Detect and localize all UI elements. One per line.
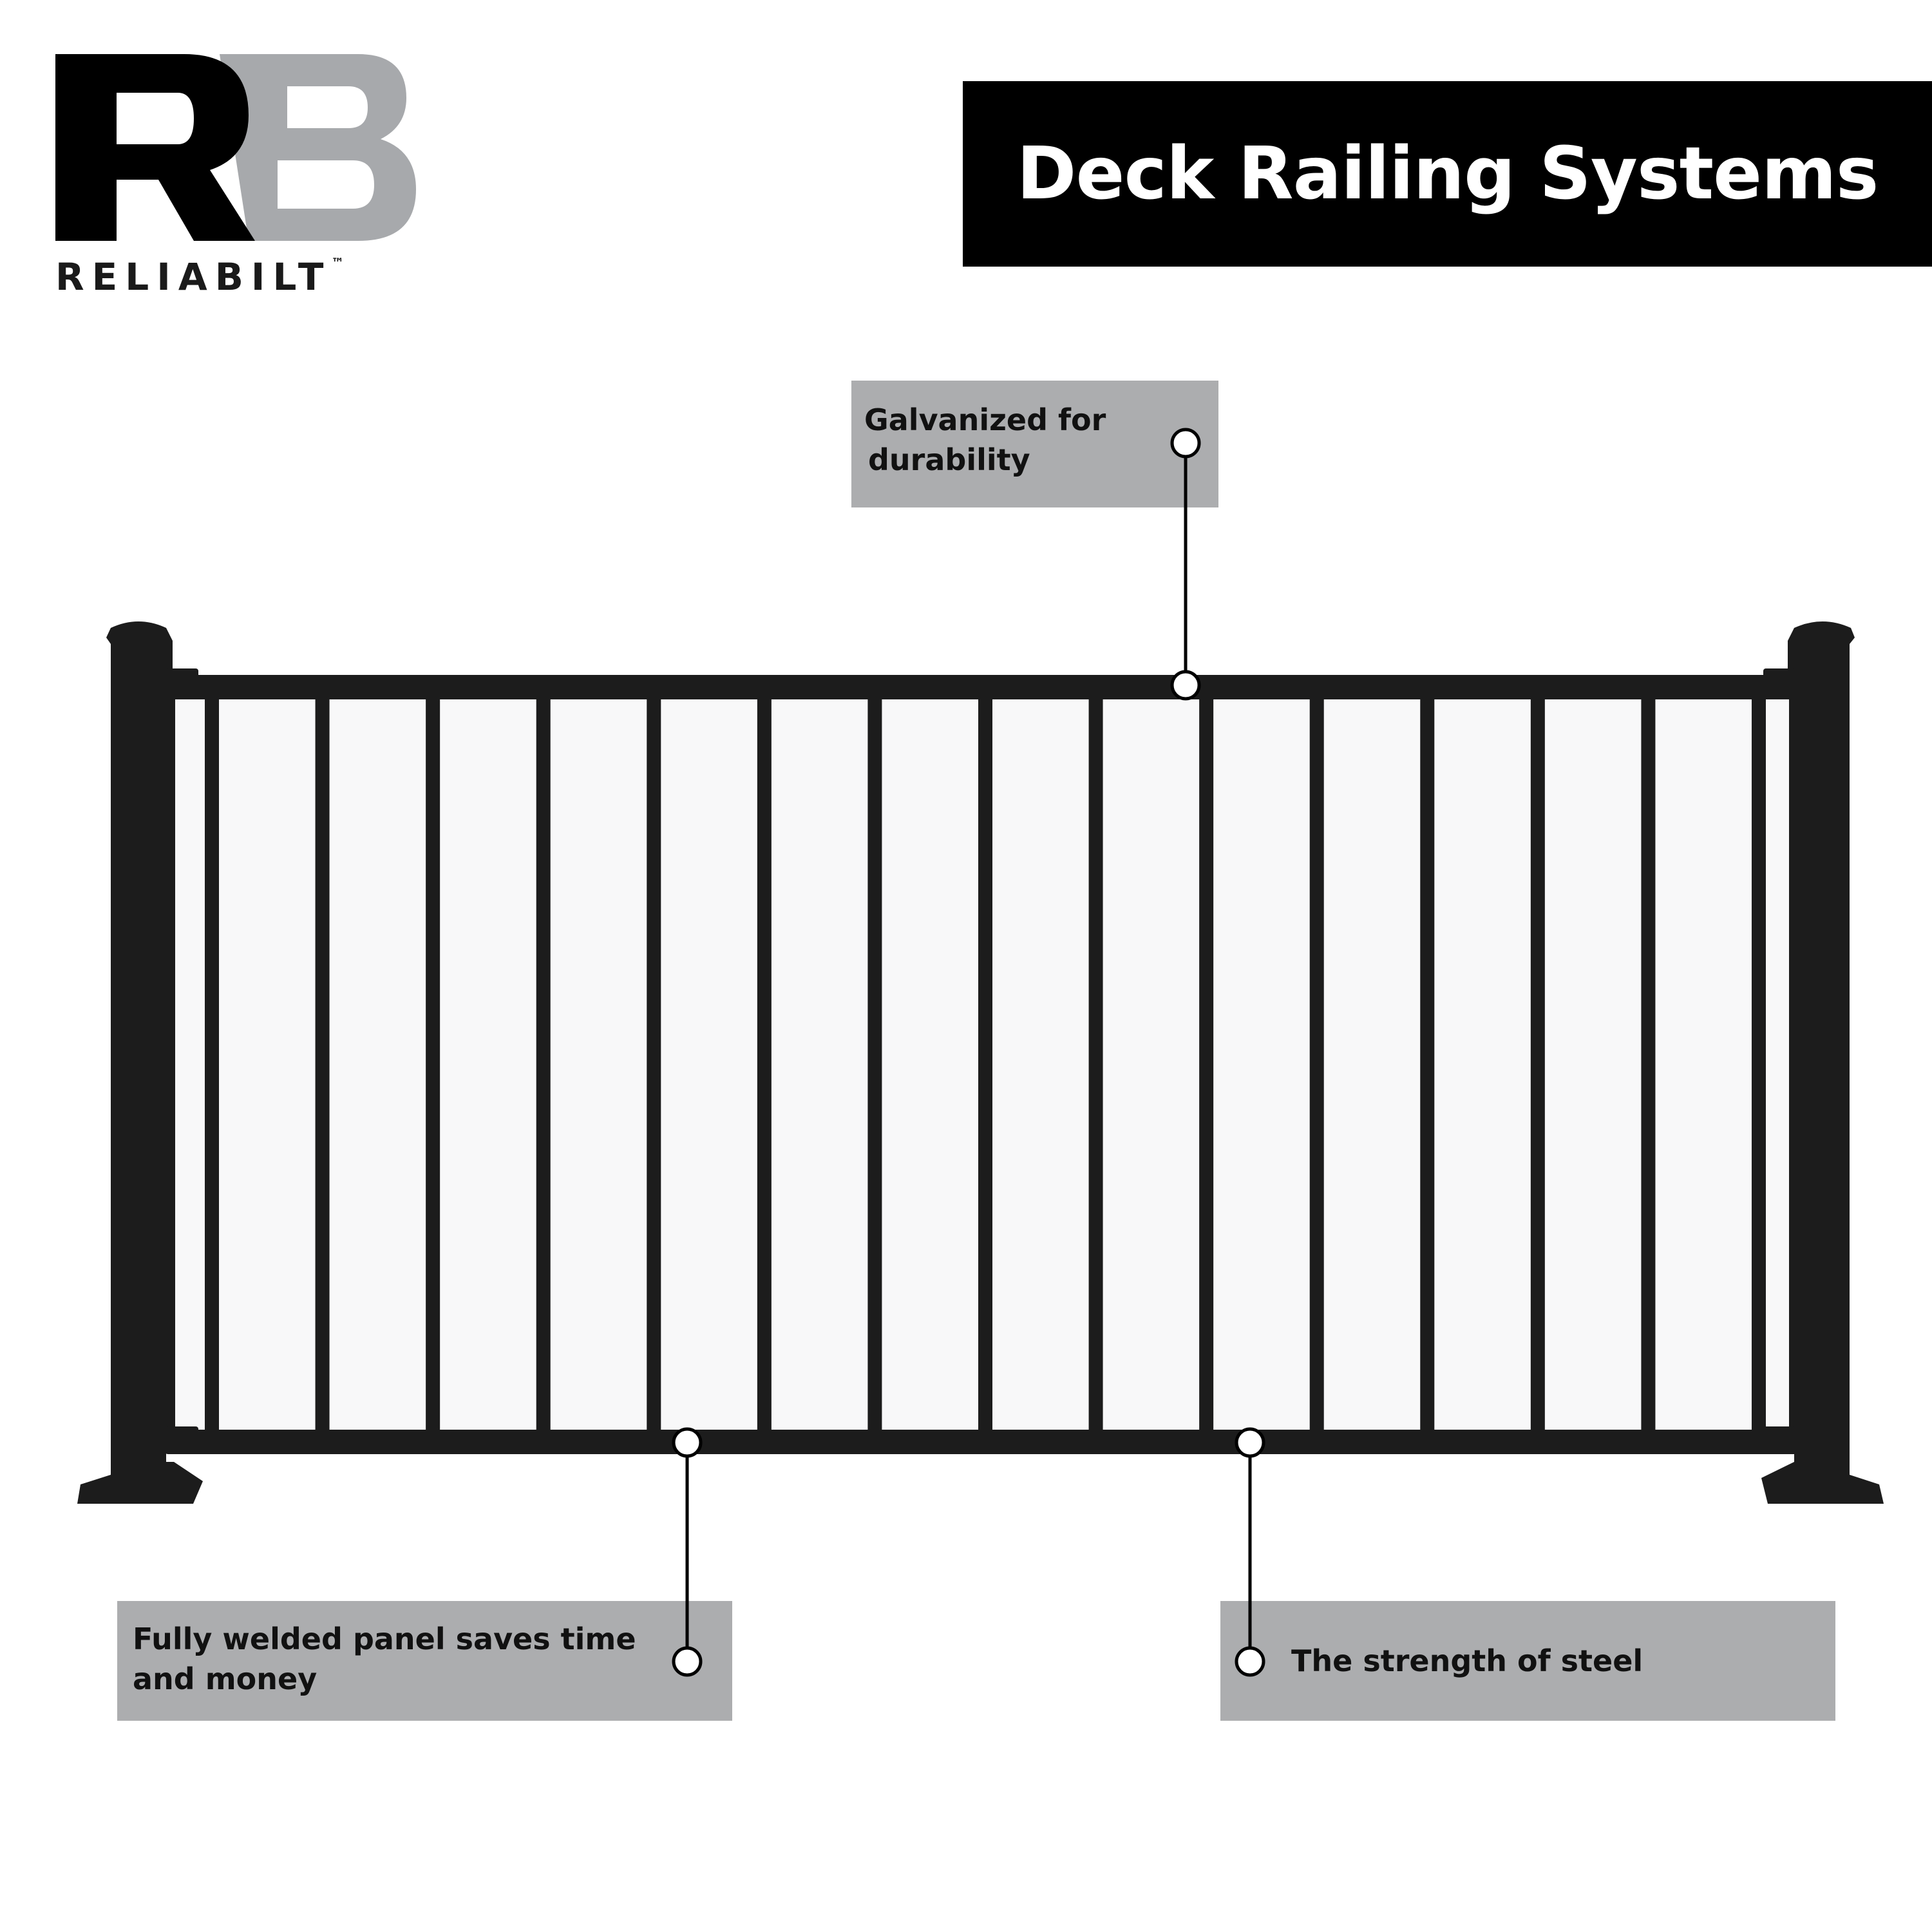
callout-galvanized: Galvanized for durability [851,381,1218,507]
railing-post-left [106,621,173,1462]
callout-welded-line-1: Fully welded panel saves time [133,1622,636,1656]
railing-baluster [867,699,882,1430]
railing-baluster [1088,699,1103,1430]
railing-baluster [426,699,440,1430]
callout-welded: Fully welded panel saves time and money [117,1601,732,1721]
railing-base-right [1761,1462,1884,1504]
callout-welded-line-2: and money [133,1662,317,1696]
callout-steel: The strength of steel [1220,1601,1835,1721]
railing-baluster [1199,699,1214,1430]
callout-galvanized-line-1: Galvanized for [864,402,1106,437]
railing-baluster [205,699,219,1430]
railing-baluster [315,699,330,1430]
title-banner: Deck Railing Systems [963,81,1932,267]
logo-letter-b [220,54,416,241]
railing-post-right [1788,621,1855,1462]
railing-bracket-top-right [1763,668,1795,681]
railing-baluster [1752,699,1766,1430]
railing-baluster [1530,699,1545,1430]
railing-baluster [536,699,551,1430]
railing-baluster [978,699,992,1430]
railing-bracket-top-left [166,668,198,681]
railing-bottom-rail [164,1430,1800,1454]
wordmark-text: RELIABILT [55,255,332,299]
reliabilt-logo: RELIABILT™ [55,54,416,299]
railing-bracket-bottom-right [1763,1426,1795,1439]
trademark-symbol: ™ [331,255,345,270]
railing-baluster [1641,699,1656,1430]
railing-base-left [77,1462,203,1504]
page-title: Deck Railing Systems [1016,132,1879,216]
railing-baluster [1309,699,1324,1430]
railing-baluster [647,699,661,1430]
logo-wordmark: RELIABILT™ [55,255,344,299]
logo-letter-r [55,54,255,241]
callout-steel-line-1: The strength of steel [1291,1643,1643,1678]
railing-bracket-bottom-left [166,1426,198,1439]
callout-galvanized-line-2: durability [868,442,1030,477]
rb-monogram-icon [55,54,416,241]
railing-baluster [1420,699,1435,1430]
railing-top-rail [164,675,1800,699]
railing-baluster [757,699,772,1430]
